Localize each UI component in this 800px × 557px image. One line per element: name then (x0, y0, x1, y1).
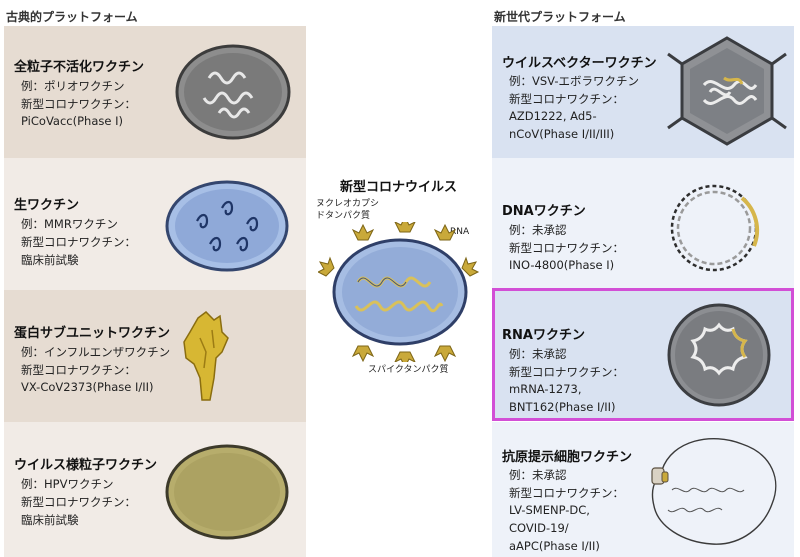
card-text-line: 例：未承認 (509, 347, 567, 361)
card-text-line: 新型コロナワクチン： (509, 365, 624, 379)
card-text-line: INO-4800(Phase I) (509, 258, 615, 272)
card-text-line: 新型コロナワクチン： (21, 495, 136, 509)
new-platform-title: 新世代プラットフォーム (494, 10, 626, 24)
card-text-line: 例：ポリオワクチン (21, 79, 125, 93)
spike-protein-icon (183, 311, 229, 401)
card-title: RNAワクチン (502, 328, 585, 343)
card-apc-vaccine: 抗原提示細胞ワクチン 例：未承認 新型コロナワクチン： LV-SMENP-DC,… (492, 422, 794, 557)
card-text-line: LV-SMENP-DC, (509, 503, 590, 517)
card-text-line: AZD1222, Ad5- (509, 109, 597, 123)
card-text-line: 新型コロナワクチン： (21, 363, 136, 377)
coronavirus-title: 新型コロナウイルス (340, 180, 458, 195)
card-text-line: 新型コロナワクチン： (509, 486, 624, 500)
card-viral-vector-vaccine: ウイルスベクターワクチン 例：VSV-エボラワクチン 新型コロナワクチン： AZ… (492, 26, 794, 158)
card-title: DNAワクチン (502, 204, 586, 219)
antigen-presenting-cell-icon (651, 437, 777, 545)
card-text-line: 新型コロナワクチン： (21, 97, 136, 111)
rna-label: RNA (450, 227, 470, 237)
card-text-line: 新型コロナワクチン： (21, 235, 136, 249)
card-title: ウイルスベクターワクチン (502, 56, 657, 71)
live-virus-icon (165, 180, 289, 272)
viral-vector-icon (667, 36, 787, 146)
classic-platform-title: 古典的プラットフォーム (6, 10, 138, 24)
card-text-line: BNT162(Phase I/II) (509, 400, 616, 414)
card-text-line: aAPC(Phase I/II) (509, 539, 600, 553)
inactivated-virus-icon (175, 44, 291, 140)
card-text-line: 例：未承認 (509, 468, 567, 482)
card-title: 全粒子不活化ワクチン (14, 60, 145, 75)
card-text-line: 新型コロナワクチン： (509, 241, 624, 255)
card-dna-vaccine: DNAワクチン 例：未承認 新型コロナワクチン： INO-4800(Phase … (492, 158, 794, 290)
card-protein-subunit-vaccine: 蛋白サブユニットワクチン 例：インフルエンザワクチン 新型コロナワクチン： VX… (4, 290, 306, 422)
card-rna-vaccine: RNAワクチン 例：未承認 新型コロナワクチン： mRNA-1273, BNT1… (492, 288, 794, 421)
card-title: 蛋白サブユニットワクチン (14, 326, 171, 341)
card-title: 生ワクチン (14, 198, 80, 213)
card-text-line: COVID-19/ (509, 521, 569, 535)
card-text-line: nCoV(Phase I/II/III) (509, 127, 615, 141)
card-text-line: 例：VSV-エボラワクチン (509, 74, 640, 88)
card-text-line: 例：HPVワクチン (21, 477, 114, 491)
dna-plasmid-icon (670, 184, 760, 272)
card-live-vaccine: 生ワクチン 例：MMRワクチン 新型コロナワクチン： 臨床前試験 (4, 158, 306, 290)
card-text-line: PiCoVacc(Phase I) (21, 114, 123, 128)
card-text-line: 新型コロナワクチン： (509, 92, 624, 106)
spike-protein-label: スパイクタンパク質 (368, 365, 449, 375)
nucleocapsid-label-2: ドタンパク質 (316, 211, 371, 221)
card-text-line: 例：MMRワクチン (21, 217, 118, 231)
card-text-line: 臨床前試験 (21, 253, 79, 267)
card-text-line: VX-CoV2373(Phase I/II) (21, 380, 154, 394)
card-title: ウイルス様粒子ワクチン (14, 458, 158, 473)
card-text-line: 例：未承認 (509, 223, 567, 237)
card-title: 抗原提示細胞ワクチン (502, 450, 633, 465)
card-text-line: 臨床前試験 (21, 513, 79, 527)
card-vlp-vaccine: ウイルス様粒子ワクチン 例：HPVワクチン 新型コロナワクチン： 臨床前試験 (4, 422, 306, 557)
lipid-nanoparticle-icon (667, 303, 771, 407)
card-text-line: 例：インフルエンザワクチン (21, 345, 171, 359)
nucleocapsid-label-1: ヌクレオカプシ (316, 199, 380, 209)
coronavirus-icon (318, 222, 480, 362)
card-inactivated-vaccine: 全粒子不活化ワクチン 例：ポリオワクチン 新型コロナワクチン： PiCoVacc… (4, 26, 306, 158)
virus-like-particle-icon (165, 444, 289, 540)
coronavirus-diagram: 新型コロナウイルス ヌクレオカプシ ドタンパク質 RNA スパイクタンパク質 (310, 170, 490, 380)
card-text-line: mRNA-1273, (509, 382, 582, 396)
